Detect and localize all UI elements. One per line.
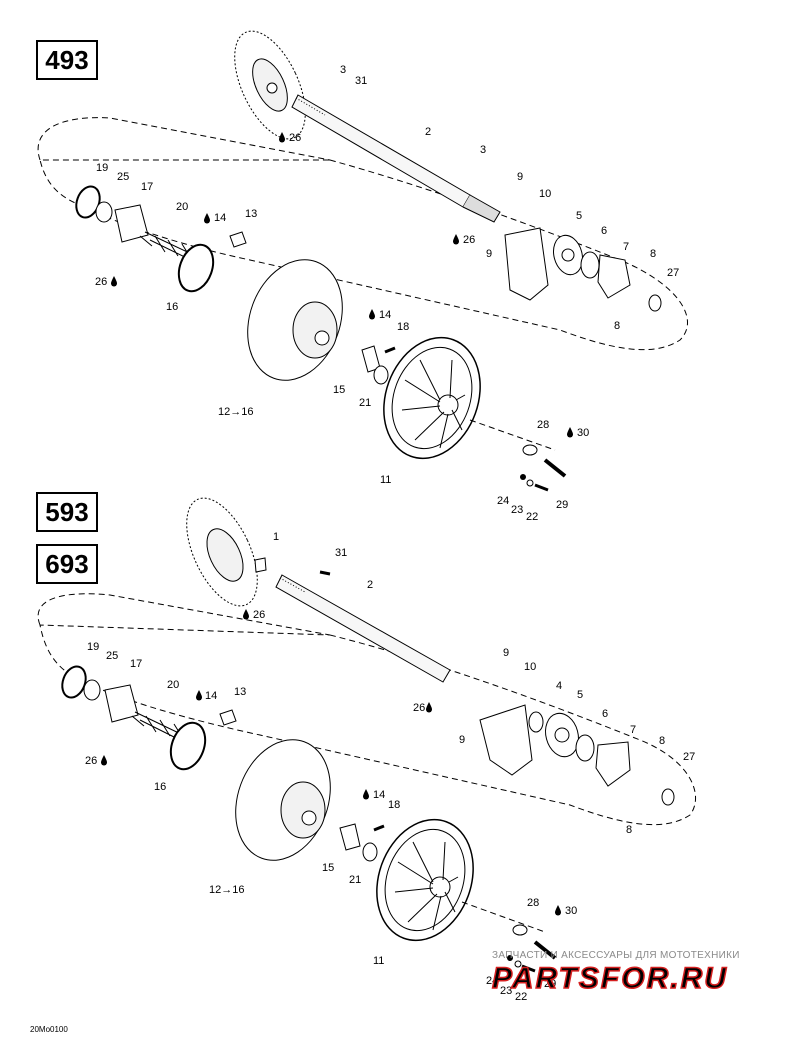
svg-text:26: 26 (85, 755, 97, 767)
model-number-box-493: 493 (36, 40, 98, 80)
svg-text:27: 27 (683, 751, 695, 763)
svg-text:30: 30 (577, 427, 589, 439)
svg-text:23: 23 (511, 504, 523, 516)
svg-text:6: 6 (601, 225, 607, 237)
svg-text:10: 10 (524, 661, 536, 673)
svg-text:14: 14 (214, 212, 226, 224)
bolt-hardware (461, 901, 557, 973)
svg-text:8: 8 (626, 824, 632, 836)
svg-text:13: 13 (234, 686, 246, 698)
svg-text:8: 8 (614, 320, 620, 332)
svg-text:4: 4 (556, 680, 562, 692)
arrow-label: 12→16 (218, 406, 253, 418)
svg-text:29: 29 (544, 978, 556, 990)
bolt-hardware (469, 419, 567, 492)
svg-text:26: 26 (95, 276, 107, 288)
svg-text:11: 11 (373, 955, 384, 967)
svg-text:26: 26 (289, 132, 301, 144)
movable-sheave (383, 336, 481, 460)
drive-pulley (186, 497, 267, 607)
svg-text:14: 14 (205, 690, 217, 702)
svg-text:30: 30 (565, 905, 577, 917)
svg-text:5: 5 (577, 689, 583, 701)
svg-text:15: 15 (322, 862, 334, 874)
svg-text:20: 20 (176, 201, 188, 213)
svg-text:16: 16 (154, 781, 166, 793)
model-number-box-693: 693 (36, 544, 98, 584)
drive-pulley (234, 30, 306, 140)
drive-shaft (291, 94, 501, 223)
watermark: ЗАПЧАСТИ И АКСЕССУАРЫ ДЛЯ МОТОТЕХНИКИ PA… (491, 950, 740, 996)
svg-text:24: 24 (497, 495, 509, 507)
svg-text:3: 3 (480, 144, 486, 156)
svg-text:10: 10 (539, 188, 551, 200)
svg-text:18: 18 (388, 799, 400, 811)
svg-text:23: 23 (500, 985, 512, 997)
driven-clutch-parts (61, 665, 237, 771)
svg-text:28: 28 (527, 897, 539, 909)
svg-text:29: 29 (556, 499, 568, 511)
svg-text:20: 20 (167, 679, 179, 691)
svg-text:21: 21 (359, 397, 371, 409)
svg-text:18: 18 (397, 321, 409, 333)
svg-text:28: 28 (537, 419, 549, 431)
arrow-label: 12→16 (209, 884, 244, 896)
svg-text:15: 15 (333, 384, 345, 396)
svg-text:9: 9 (459, 734, 465, 746)
bearing-bracket (479, 704, 675, 806)
svg-text:25: 25 (106, 650, 118, 662)
svg-text:5: 5 (576, 210, 582, 222)
driven-sheave (247, 259, 396, 385)
svg-text:19: 19 (87, 641, 99, 653)
svg-text:3: 3 (340, 64, 346, 76)
model-number-box-593: 593 (36, 492, 98, 532)
svg-text:27: 27 (667, 267, 679, 279)
watermark-subtitle: ЗАПЧАСТИ И АКСЕССУАРЫ ДЛЯ МОТОТЕХНИКИ (492, 950, 740, 961)
bearing-bracket (504, 227, 662, 312)
svg-text:1: 1 (273, 531, 279, 543)
svg-text:16: 16 (166, 301, 178, 313)
svg-text:31: 31 (335, 547, 347, 559)
svg-text:22: 22 (526, 511, 538, 523)
svg-text:14: 14 (373, 789, 385, 801)
svg-text:11: 11 (380, 474, 391, 486)
driven-clutch-parts (75, 185, 247, 293)
svg-text:31: 31 (355, 75, 367, 87)
svg-text:9: 9 (486, 248, 492, 260)
svg-text:26: 26 (253, 609, 265, 621)
svg-text:2: 2 (425, 126, 431, 138)
drive-shaft (275, 570, 451, 683)
svg-text:25: 25 (117, 171, 129, 183)
svg-text:9: 9 (517, 171, 523, 183)
svg-text:7: 7 (630, 724, 636, 736)
svg-text:26: 26 (413, 702, 425, 714)
svg-text:26: 26 (463, 234, 475, 246)
svg-text:13: 13 (245, 208, 257, 220)
watermark-logo: PARTSFOR.RU (492, 962, 728, 995)
svg-text:24: 24 (486, 975, 498, 987)
svg-text:17: 17 (130, 658, 142, 670)
svg-text:9: 9 (503, 647, 509, 659)
svg-text:2: 2 (367, 579, 373, 591)
drawing-code: 20Mo0100 (30, 1025, 68, 1034)
svg-text:22: 22 (515, 991, 527, 1003)
svg-text:19: 19 (96, 162, 108, 174)
svg-text:6: 6 (602, 708, 608, 720)
svg-text:8: 8 (650, 248, 656, 260)
svg-text:7: 7 (623, 241, 629, 253)
svg-text:8: 8 (659, 735, 665, 747)
svg-text:17: 17 (141, 181, 153, 193)
movable-sheave (376, 818, 474, 942)
svg-text:14: 14 (379, 309, 391, 321)
svg-text:21: 21 (349, 874, 361, 886)
driven-sheave (235, 739, 385, 862)
